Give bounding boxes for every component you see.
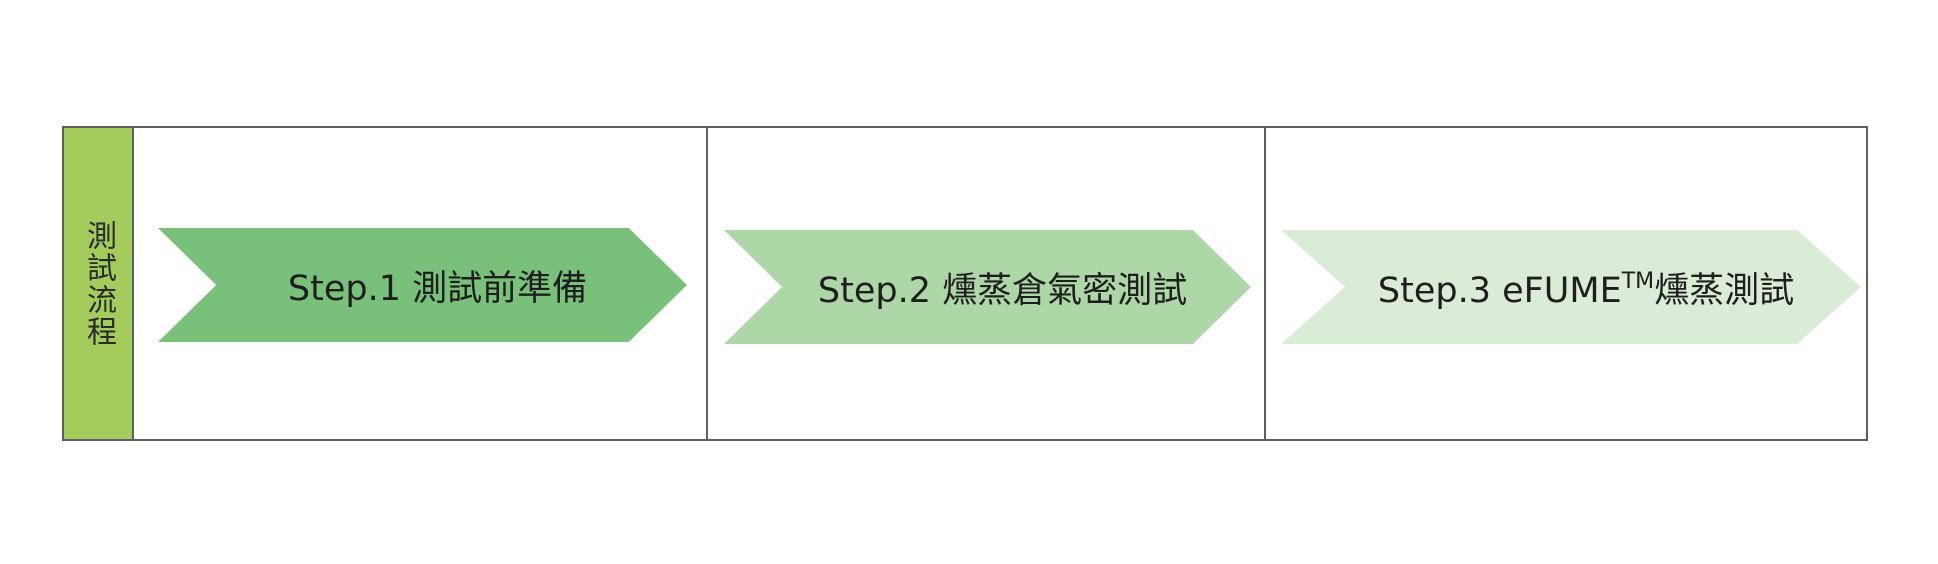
process-side-label: 測試流程 — [64, 128, 134, 439]
step-2-arrow: Step.2 燻蒸倉氣密測試 — [724, 230, 1251, 344]
step-3-label-tail: 燻蒸測試 — [1654, 270, 1795, 311]
step-3-label: Step.3 eFUMETM燻蒸測試 — [1348, 262, 1794, 313]
step-3-label-trademark: TM — [1621, 268, 1655, 294]
step-1-arrow: Step.1 測試前準備 — [158, 228, 687, 342]
step-cell-2: Step.2 燻蒸倉氣密測試 — [708, 128, 1266, 439]
step-1-label: Step.1 測試前準備 — [287, 268, 588, 309]
step-3-arrow: Step.3 eFUMETM燻蒸測試 — [1281, 230, 1861, 344]
step-3-label-main: Step.3 eFUME — [1377, 270, 1622, 311]
step-cell-1: Step.1 測試前準備 — [134, 128, 708, 439]
step-cell-3: Step.3 eFUMETM燻蒸測試 — [1266, 128, 1866, 439]
step-2-label: Step.2 燻蒸倉氣密測試 — [817, 270, 1188, 311]
process-frame: 測試流程 Step.1 測試前準備 Step.2 燻蒸倉氣密測試 Step.3 … — [62, 126, 1868, 441]
side-label-text: 測試流程 — [81, 219, 116, 348]
